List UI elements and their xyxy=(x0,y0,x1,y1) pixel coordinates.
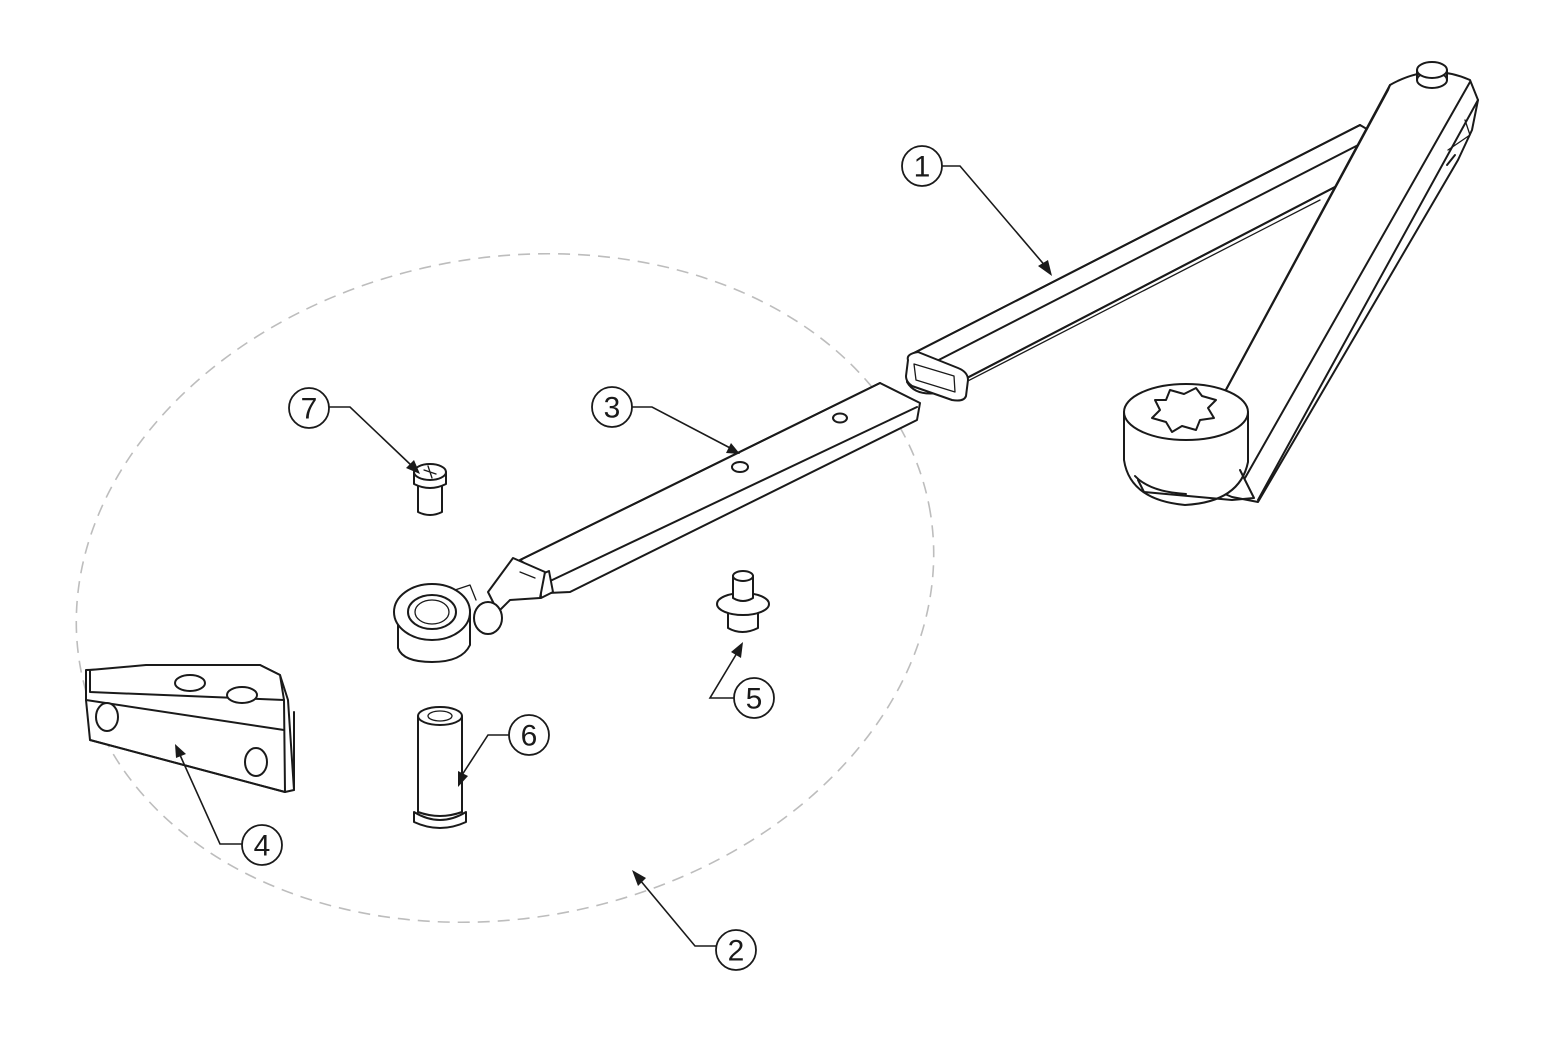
forearm-part xyxy=(393,382,921,663)
callout-4: 4 xyxy=(241,824,283,866)
callout-5: 5 xyxy=(733,677,775,719)
callout-3-label: 3 xyxy=(604,392,621,425)
leader-4 xyxy=(175,744,242,845)
callout-1: 1 xyxy=(901,145,943,187)
main-arm-part xyxy=(905,61,1479,506)
callout-3: 3 xyxy=(591,386,633,428)
callout-5-label: 5 xyxy=(746,683,763,716)
callout-2: 2 xyxy=(715,929,757,971)
stud-part xyxy=(413,706,467,829)
callout-7: 7 xyxy=(288,387,330,429)
leader-1 xyxy=(942,165,1052,276)
leader-6 xyxy=(458,734,509,787)
screw-part xyxy=(413,463,447,516)
callout-4-label: 4 xyxy=(254,830,271,863)
leader-5 xyxy=(708,642,743,699)
kit-boundary-outline xyxy=(75,252,935,924)
callout-2-label: 2 xyxy=(728,935,745,968)
callout-6: 6 xyxy=(508,714,550,756)
callout-7-label: 7 xyxy=(301,393,318,426)
shoe-bracket-part xyxy=(85,664,295,793)
shoulder-bolt-part xyxy=(716,570,770,633)
callout-6-label: 6 xyxy=(521,720,538,753)
leader-3 xyxy=(632,406,740,454)
leader-2 xyxy=(632,870,716,947)
leader-7 xyxy=(329,406,420,474)
callout-1-label: 1 xyxy=(914,151,931,184)
